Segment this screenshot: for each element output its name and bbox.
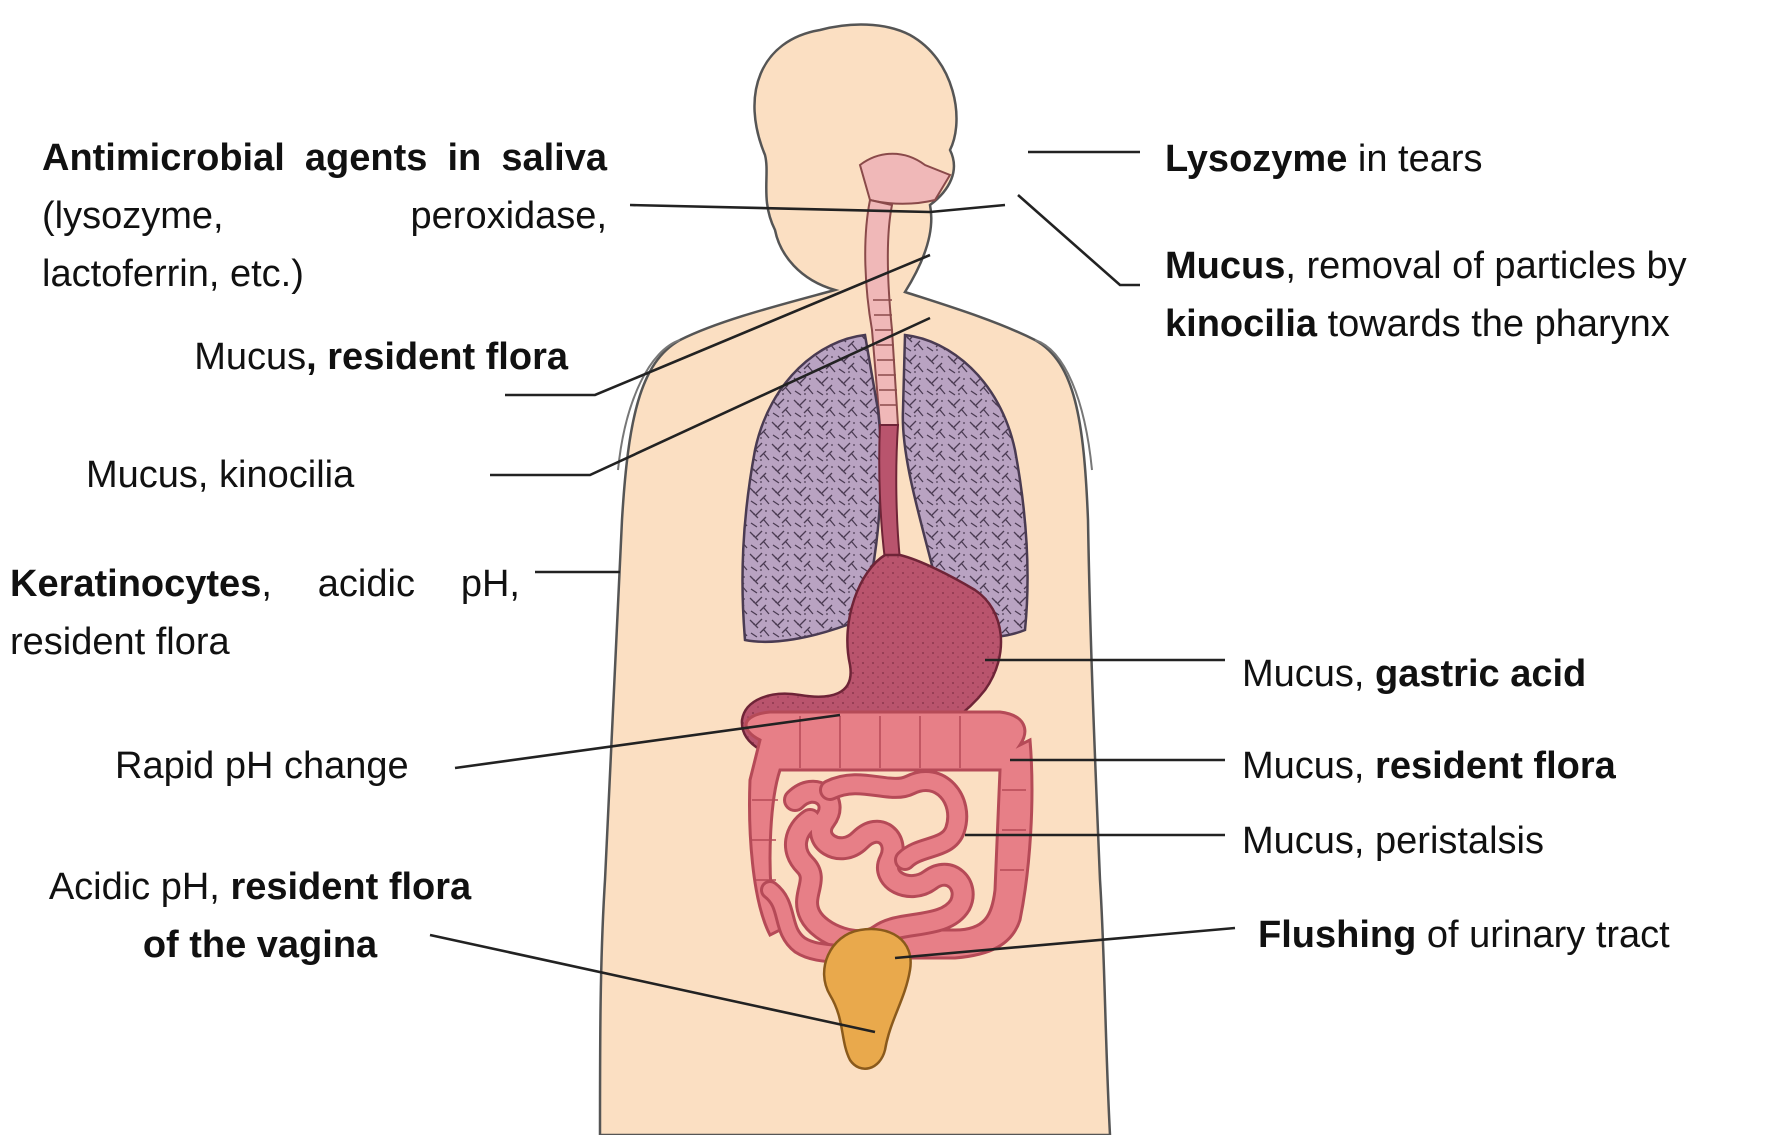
- label-small-intestine-text: Mucus, peristalsis: [1242, 820, 1544, 862]
- label-mucus-kinocilia: Mucus, kinocilia: [86, 446, 354, 504]
- label-small-intestine: Mucus, peristalsis: [1242, 812, 1544, 870]
- label-urinary-bold: Flushing: [1258, 914, 1416, 956]
- label-nose-rest2: towards the pharynx: [1317, 303, 1670, 345]
- label-colon-bold: resident flora: [1375, 745, 1616, 787]
- label-colon-plain: Mucus,: [1242, 745, 1375, 787]
- label-vagina-bold2: of the vagina: [143, 924, 377, 966]
- label-tears: Lysozyme in tears: [1165, 130, 1483, 188]
- label-urinary: Flushing of urinary tract: [1258, 906, 1670, 964]
- label-saliva: Antimicrobial agents in saliva (lysozyme…: [42, 129, 607, 303]
- label-urinary-rest: of urinary tract: [1416, 914, 1669, 956]
- label-saliva-rest: (lysozyme, peroxidase, lactoferrin, etc.…: [42, 195, 607, 295]
- label-stomach: Mucus, gastric acid: [1242, 645, 1586, 703]
- label-rapid-ph: Rapid pH change: [115, 737, 409, 795]
- label-mucus-kinocilia-text: Mucus, kinocilia: [86, 454, 354, 496]
- label-nose-bold1: Mucus: [1165, 245, 1285, 287]
- label-stomach-bold: gastric acid: [1375, 653, 1586, 695]
- label-colon: Mucus, resident flora: [1242, 737, 1616, 795]
- label-vagina: Acidic pH, resident flora of the vagina: [20, 858, 500, 974]
- label-nose-bold2: kinocilia: [1165, 303, 1317, 345]
- esophagus: [879, 425, 900, 560]
- label-skin-bold: Keratinocytes: [10, 563, 261, 605]
- label-resident-flora-upper-plain: Mucus: [194, 336, 306, 378]
- label-skin: Keratinocytes, acidic pH, resident flora: [10, 555, 520, 671]
- label-saliva-bold: Antimicrobial agents in saliva: [42, 137, 607, 179]
- label-vagina-bold1: resident flora: [230, 866, 471, 908]
- label-resident-flora-upper-bold: , resident flora: [306, 336, 568, 378]
- label-nose-rest1: , removal of particles by: [1285, 245, 1686, 287]
- label-tears-rest: in tears: [1347, 138, 1482, 180]
- label-vagina-plain: Acidic pH,: [49, 866, 231, 908]
- label-resident-flora-upper: Mucus, resident flora: [120, 328, 568, 386]
- label-stomach-plain: Mucus,: [1242, 653, 1375, 695]
- label-rapid-ph-text: Rapid pH change: [115, 745, 409, 787]
- label-tears-bold: Lysozyme: [1165, 138, 1347, 180]
- label-nose: Mucus, removal of particles by kinocilia…: [1165, 237, 1687, 353]
